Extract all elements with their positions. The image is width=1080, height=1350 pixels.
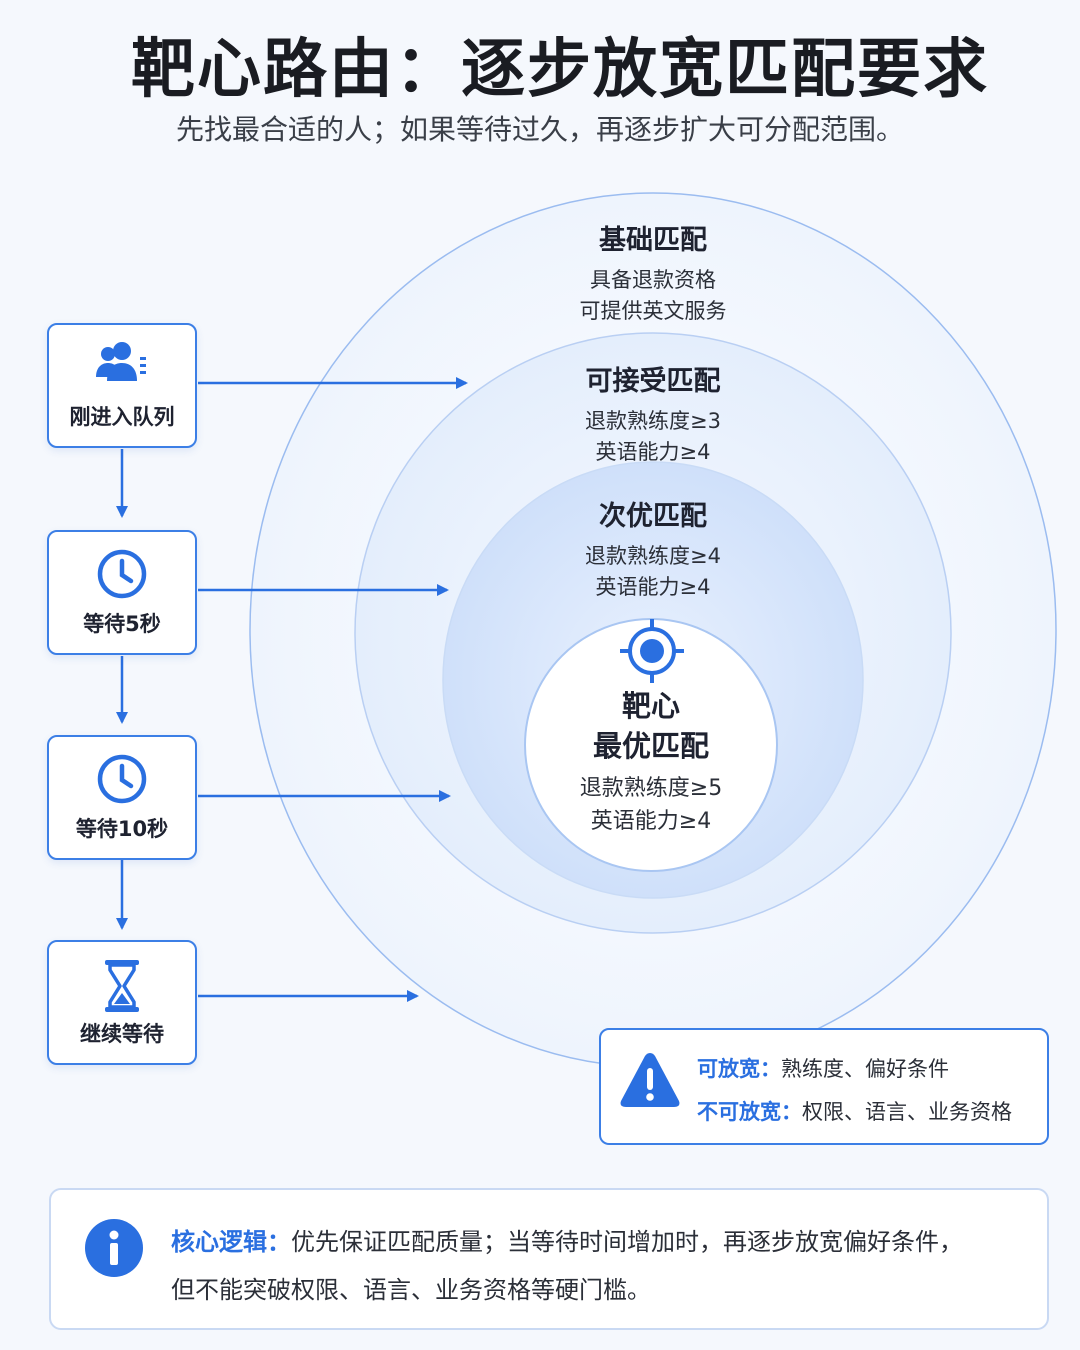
step-wait-10s-label: 等待10秒 (75, 817, 169, 841)
relax-value: 熟练度、偏好条件 (781, 1057, 949, 1081)
relax-line: 可放宽：熟练度、偏好条件 (697, 1053, 949, 1083)
warning-icon (619, 1050, 681, 1114)
ring-outer-line2: 可提供英文服务 (579, 299, 727, 323)
ring-second-title: 次优匹配 (599, 501, 707, 532)
ring-center-title2: 最优匹配 (592, 729, 709, 763)
ring-second-line1: 退款熟练度≥4 (585, 544, 721, 568)
ring-center-text: 靶心 最优匹配 退款熟练度≥5 英语能力≥4 (551, 686, 751, 838)
ring-acceptable-line1: 退款熟练度≥3 (585, 409, 721, 433)
clock-icon (49, 753, 195, 804)
core-text1: 优先保证匹配质量；当等待时间增加时，再逐步放宽偏好条件， (291, 1228, 963, 1256)
clock-icon (49, 548, 195, 599)
step-keep-waiting-label: 继续等待 (80, 1022, 164, 1046)
users-icon (49, 341, 195, 391)
hourglass-icon (49, 958, 195, 1012)
ring-acceptable-title: 可接受匹配 (585, 366, 721, 397)
core-key: 核心逻辑： (171, 1228, 291, 1256)
ring-center-title1: 靶心 (621, 689, 680, 723)
info-icon (84, 1218, 144, 1282)
strict-value: 权限、语言、业务资格 (802, 1100, 1012, 1124)
ring-center-line1: 退款熟练度≥5 (579, 776, 723, 801)
step-keep-waiting: 继续等待 (47, 940, 197, 1065)
ring-center-line2: 英语能力≥4 (590, 809, 712, 834)
step-wait-5s: 等待5秒 (47, 530, 197, 655)
relax-key: 可放宽： (697, 1057, 781, 1081)
ring-outer-text: 基础匹配 具备退款资格 可提供英文服务 (553, 218, 753, 327)
core-line1: 核心逻辑：优先保证匹配质量；当等待时间增加时，再逐步放宽偏好条件， (171, 1222, 963, 1257)
ring-second-text: 次优匹配 退款熟练度≥4 英语能力≥4 (553, 494, 753, 603)
page-subtitle: 先找最合适的人；如果等待过久，再逐步扩大可分配范围。 (175, 113, 904, 146)
step-wait-10s: 等待10秒 (47, 735, 197, 860)
step-enter-queue: 刚进入队列 (47, 323, 197, 448)
ring-acceptable-line2: 英语能力≥4 (595, 440, 711, 464)
core-line2: 但不能突破权限、语言、业务资格等硬门槛。 (171, 1276, 651, 1304)
ring-outer-line1: 具备退款资格 (590, 268, 716, 292)
strict-line: 不可放宽：权限、语言、业务资格 (697, 1096, 1012, 1126)
target-icon (620, 619, 684, 683)
page-title: 靶心路由：逐步放宽匹配要求 (131, 33, 989, 107)
ring-outer-title: 基础匹配 (599, 225, 707, 256)
step-wait-5s-label: 等待5秒 (83, 612, 161, 636)
ring-acceptable-text: 可接受匹配 退款熟练度≥3 英语能力≥4 (553, 359, 753, 468)
strict-key: 不可放宽： (697, 1100, 802, 1124)
relax-rules-box: 可放宽：熟练度、偏好条件 不可放宽：权限、语言、业务资格 (599, 1028, 1049, 1145)
ring-second-line2: 英语能力≥4 (595, 575, 711, 599)
step-enter-queue-label: 刚进入队列 (69, 405, 175, 429)
core-logic-box: 核心逻辑：优先保证匹配质量；当等待时间增加时，再逐步放宽偏好条件， 但不能突破权… (49, 1188, 1049, 1330)
